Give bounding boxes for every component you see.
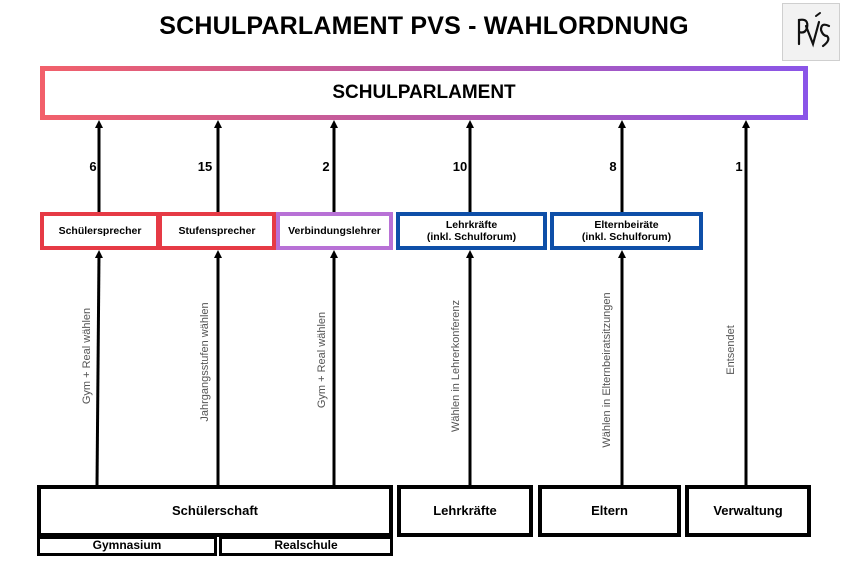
stufensprecher-label: Stufensprecher bbox=[178, 224, 256, 237]
elternbeiraete-schulforum-box: Elternbeiräte (inkl. Schulforum) bbox=[550, 212, 703, 250]
count-verwaltung: 1 bbox=[735, 159, 743, 174]
vote-label-lehrkraefte: Wählen in Lehrerkonferenz bbox=[450, 299, 462, 433]
schulparlament-box: SCHULPARLAMENT bbox=[40, 66, 808, 120]
schuelersprecher-box: Schülersprecher bbox=[40, 212, 160, 250]
lehrkraefte-box: Lehrkräfte bbox=[397, 485, 533, 537]
gymnasium-label: Gymnasium bbox=[92, 538, 162, 553]
schuelersprecher-label: Schülersprecher bbox=[58, 224, 142, 237]
lehrkraefte-schulforum-box: Lehrkräfte (inkl. Schulforum) bbox=[396, 212, 547, 250]
schuelerschaft-box: Schülerschaft bbox=[37, 485, 393, 537]
elternbeiraete-schulforum-label: Elternbeiräte (inkl. Schulforum) bbox=[581, 218, 672, 243]
realschule-label: Realschule bbox=[274, 538, 338, 553]
lehrkraefte-schulforum-label: Lehrkräfte (inkl. Schulforum) bbox=[426, 218, 517, 243]
vote-label-schuelersprecher: Gym + Real wählen bbox=[81, 307, 93, 405]
pvs-logo bbox=[782, 3, 840, 61]
realschule-box: Realschule bbox=[219, 536, 393, 556]
count-elternbeiraete: 8 bbox=[609, 159, 617, 174]
vote-label-verbindungslehrer: Gym + Real wählen bbox=[316, 311, 328, 409]
count-schuelersprecher: 6 bbox=[89, 159, 97, 174]
count-stufensprecher: 15 bbox=[197, 159, 213, 174]
verwaltung-label: Verwaltung bbox=[713, 502, 783, 518]
lehrkraefte-label: Lehrkräfte bbox=[433, 502, 497, 518]
eltern-label: Eltern bbox=[591, 502, 628, 518]
eltern-box: Eltern bbox=[538, 485, 681, 537]
count-lehrkraefte: 10 bbox=[452, 159, 468, 174]
count-verbindungslehrer: 2 bbox=[322, 159, 330, 174]
vote-label-stufensprecher: Jahrgangsstufen wählen bbox=[199, 302, 211, 422]
verwaltung-box: Verwaltung bbox=[685, 485, 811, 537]
verbindungslehrer-label: Verbindungslehrer bbox=[288, 224, 381, 237]
verbindungslehrer-box: Verbindungslehrer bbox=[276, 212, 393, 250]
gymnasium-box: Gymnasium bbox=[37, 536, 217, 556]
stufensprecher-box: Stufensprecher bbox=[158, 212, 276, 250]
vote-label-eltern: Wählen in Elternbeiratsitzungen bbox=[601, 292, 613, 448]
arrow-schueler-to-sprecher bbox=[94, 250, 103, 487]
pvs-logo-icon bbox=[797, 12, 831, 48]
page-title: SCHULPARLAMENT PVS - WAHLORDNUNG bbox=[159, 12, 689, 40]
vote-label-verwaltung: Entsendet bbox=[725, 325, 737, 375]
schuelerschaft-label: Schülerschaft bbox=[172, 502, 258, 518]
